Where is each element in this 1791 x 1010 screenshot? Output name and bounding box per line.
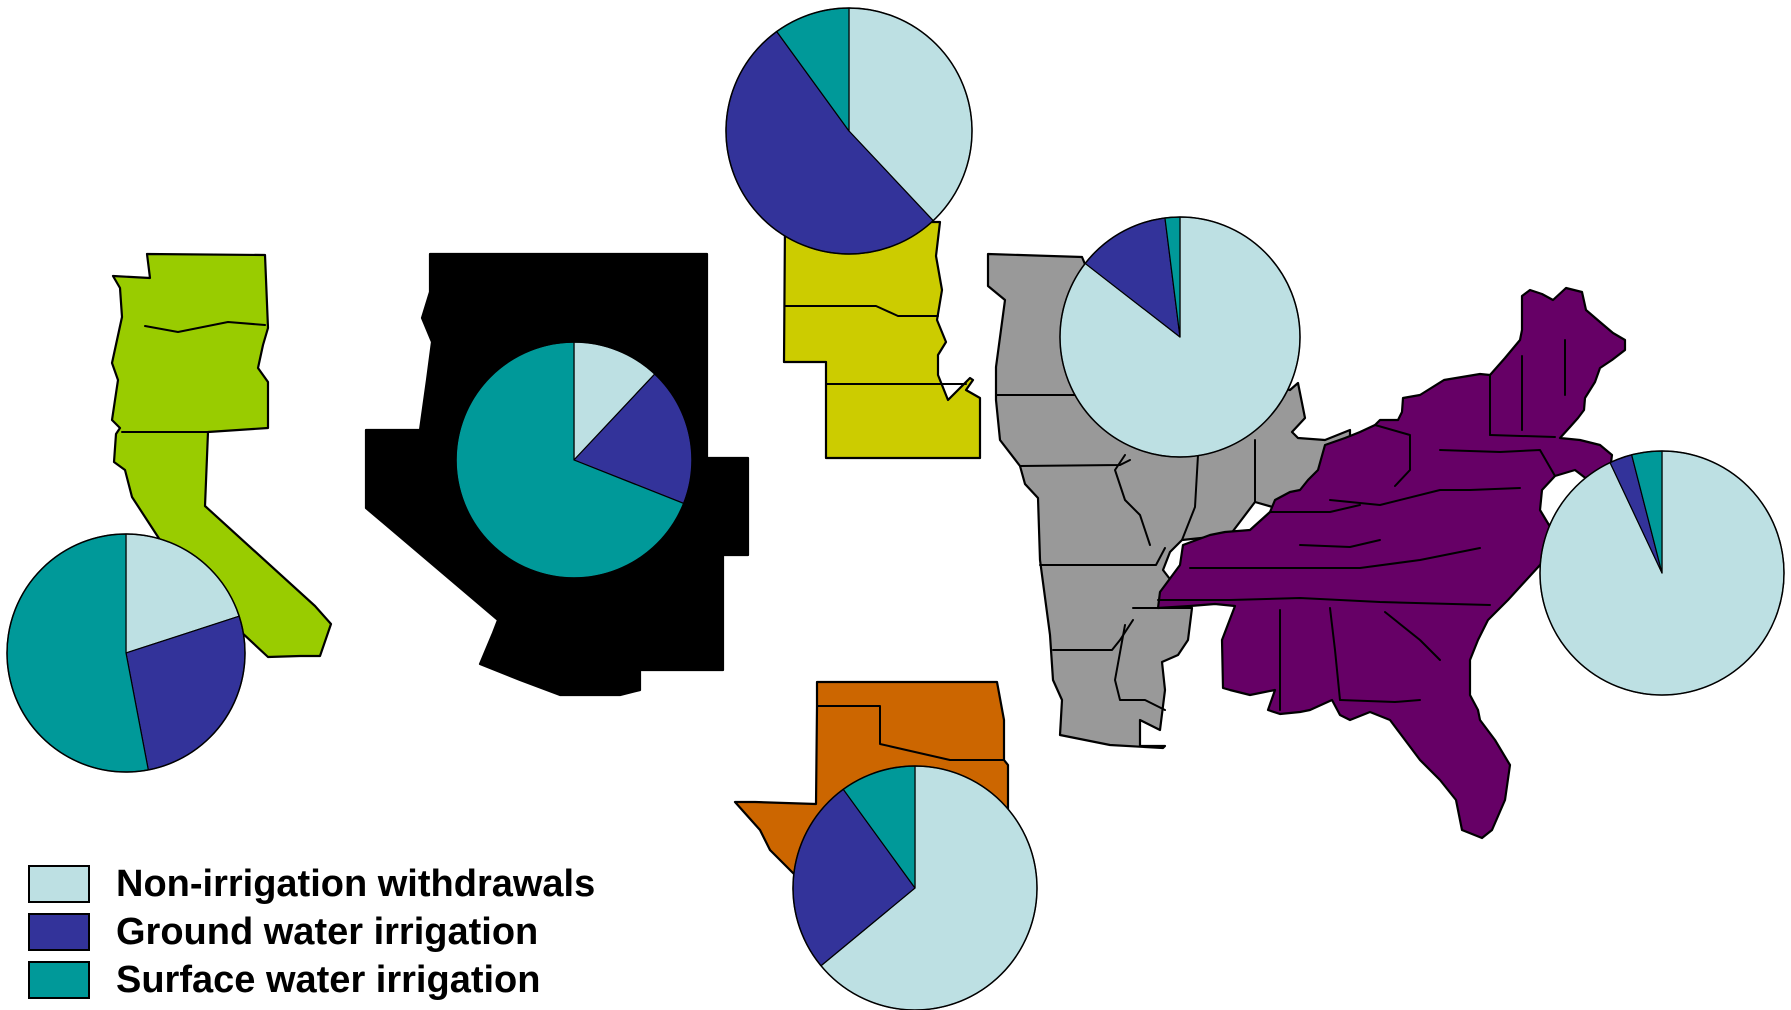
pie-outline <box>6 533 246 773</box>
pie-mountain <box>455 341 693 579</box>
legend-item-surface-water: Surface water irrigation <box>28 956 595 1004</box>
legend-item-non-irrigation: Non-irrigation withdrawals <box>28 860 595 908</box>
pie-east <box>1539 450 1785 696</box>
pie-outline <box>725 7 973 255</box>
region-pacific <box>110 252 333 659</box>
pie-northern-plains <box>725 7 973 255</box>
legend-item-ground-water: Ground water irrigation <box>28 908 595 956</box>
legend: Non-irrigation withdrawals Ground water … <box>28 860 595 1004</box>
legend-swatch-ground-water <box>28 913 90 951</box>
legend-swatch-surface-water <box>28 961 90 999</box>
legend-label: Non-irrigation withdrawals <box>116 863 596 905</box>
pie-outline <box>1539 450 1785 696</box>
pie-midwest <box>1059 216 1301 458</box>
pie-outline <box>792 765 1038 1010</box>
legend-swatch-non-irrigation <box>28 865 90 903</box>
region-east <box>1156 286 1627 840</box>
pie-outline <box>1059 216 1301 458</box>
region-northern-plains <box>782 220 982 460</box>
pie-pacific <box>6 533 246 773</box>
pie-outline <box>455 341 693 579</box>
pie-southern-plains <box>792 765 1038 1010</box>
legend-label: Surface water irrigation <box>116 959 541 1001</box>
legend-label: Ground water irrigation <box>116 911 539 953</box>
